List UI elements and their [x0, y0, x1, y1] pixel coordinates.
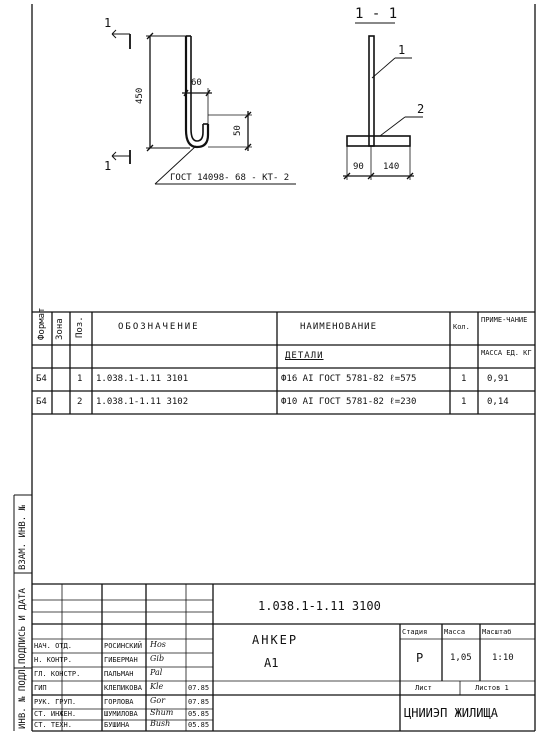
staff-name: ШУМИЛОВА — [104, 710, 138, 718]
staff-name: ГИБЕРМАН — [104, 656, 138, 664]
dim-140-label: 140 — [383, 162, 400, 172]
dim-50-label: 50 — [233, 125, 243, 136]
section-details: ДЕТАЛИ — [285, 351, 324, 361]
row-pos: 2 — [77, 397, 83, 407]
signature: Gib — [150, 654, 165, 663]
staff-date: 05.85 — [188, 710, 210, 718]
header-zone: Зона — [55, 318, 65, 340]
callout-1: 1 — [398, 43, 406, 57]
row-qty: 1 — [461, 397, 467, 407]
mass-unit-label: МАССА ЕД. КГ — [481, 349, 532, 357]
signature: Hos — [150, 640, 166, 649]
spec-table-grid — [32, 311, 535, 415]
staff-date: 05.85 — [188, 721, 210, 729]
signature: Kle — [150, 682, 164, 691]
staff-date: 07.85 — [188, 684, 210, 692]
header-name: НАИМЕНОВАНИЕ — [300, 322, 378, 332]
staff-name: БУШИНА — [104, 721, 130, 729]
section-mark-top: 1 — [104, 16, 112, 30]
title-line-2: А1 — [264, 656, 279, 670]
header-designation: ОБОЗНАЧЕНИЕ — [118, 322, 200, 332]
staff-role: РУК. ГРУП. — [34, 698, 77, 706]
row-qty: 1 — [461, 374, 467, 384]
dim-450-label: 450 — [135, 87, 145, 104]
staff-role: ГИП — [34, 684, 47, 692]
staff-role: ГЛ. КОНСТР. — [34, 670, 81, 678]
anchor-main-view — [184, 35, 210, 149]
document-code: 1.038.1-1.11 3100 — [258, 599, 381, 613]
scale-value: 1:10 — [492, 653, 514, 663]
callout-2: 2 — [417, 102, 425, 116]
staff-name: РОСИНСКИЙ — [104, 642, 142, 650]
signature: Shum — [150, 708, 174, 717]
row-designation: 1.038.1-1.11 3102 — [96, 397, 189, 407]
stage-label: Стадия — [402, 628, 428, 636]
mass-value: 1,05 — [450, 653, 472, 663]
row-pos: 1 — [77, 374, 83, 384]
staff-name: ПАЛЬМАН — [104, 670, 134, 678]
signature: Gor — [150, 696, 166, 705]
dim-90-label: 90 — [353, 162, 364, 172]
mass-label: Масса — [444, 628, 466, 636]
row-designation: 1.038.1-1.11 3101 — [96, 374, 189, 384]
staff-name: ГОРЛОВА — [104, 698, 134, 706]
weld-note: ГОСТ 14098- 68 - КТ- 2 — [170, 173, 290, 183]
margin-inv-replace: ВЗАМ. ИНВ. № — [18, 504, 28, 570]
staff-date: 07.85 — [188, 698, 210, 706]
row-format: Б4 — [36, 397, 47, 407]
header-note: ПРИМЕ-ЧАНИЕ — [481, 316, 528, 324]
title-block-grid — [32, 583, 535, 731]
section-1-1-view — [346, 35, 411, 147]
margin-inv-orig: ИНВ. № ПОДЛ. — [18, 663, 28, 729]
scale-label: Масштаб — [482, 628, 512, 636]
signature: Pal — [150, 668, 163, 677]
margin-sign-date: ПОДПИСЬ И ДАТА — [18, 588, 28, 664]
row-name: Ф16 АI ГОСТ 5781-82 ℓ=575 — [281, 374, 417, 384]
staff-name: КЛЕПИКОВА — [104, 684, 142, 692]
row-note: 0,91 — [487, 374, 509, 384]
header-qty: Кол. — [453, 323, 470, 331]
staff-role: Н. КОНТР. — [34, 656, 72, 664]
dim-60-label: 60 — [191, 78, 202, 88]
row-format: Б4 — [36, 374, 47, 384]
sheets-label: Листов 1 — [475, 684, 509, 692]
staff-role: НАЧ. ОТД. — [34, 642, 72, 650]
sheet-label: Лист — [415, 684, 432, 692]
signature: Bush — [150, 719, 171, 728]
header-pos: Поз. — [75, 316, 85, 338]
staff-role: СТ. ИНЖЕН. — [34, 710, 77, 718]
organization: ЦНИИЭП ЖИЛИЩА — [404, 706, 498, 720]
row-name: Ф10 АI ГОСТ 5781-82 ℓ=230 — [281, 397, 417, 407]
header-format: Формат — [37, 307, 47, 340]
title-line-1: АНКЕР — [252, 633, 299, 647]
row-note: 0,14 — [487, 397, 509, 407]
stage-value: Р — [416, 651, 424, 665]
staff-role: СТ. ТЕХН. — [34, 721, 72, 729]
section-title: 1 - 1 — [355, 6, 398, 22]
section-mark-bottom: 1 — [104, 159, 112, 173]
